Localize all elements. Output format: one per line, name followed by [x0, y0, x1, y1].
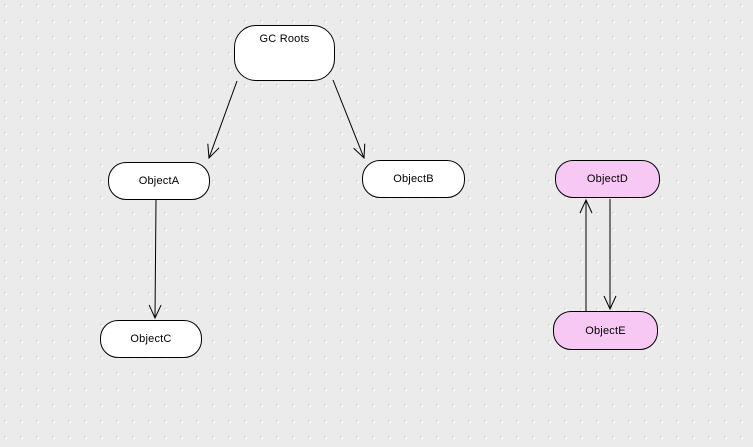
- node-object-c[interactable]: ObjectC: [100, 320, 202, 358]
- node-label-object-a: ObjectA: [138, 175, 180, 187]
- node-object-b[interactable]: ObjectB: [362, 160, 465, 198]
- node-object-d[interactable]: ObjectD: [555, 160, 660, 198]
- edge-object-a-to-object-c[interactable]: [155, 199, 156, 318]
- node-label-object-c: ObjectC: [130, 333, 172, 345]
- node-label-object-e: ObjectE: [585, 324, 626, 337]
- node-gc-roots[interactable]: GC Roots: [234, 25, 335, 81]
- node-object-e[interactable]: ObjectE: [553, 311, 658, 350]
- edge-gc-roots-to-object-a[interactable]: [209, 80, 238, 158]
- node-object-a[interactable]: ObjectA: [108, 162, 210, 200]
- node-label-object-d: ObjectD: [586, 173, 629, 185]
- node-label-gc-roots: GC Roots: [259, 33, 310, 45]
- edge-gc-roots-to-object-b[interactable]: [332, 79, 364, 158]
- node-label-object-b: ObjectB: [393, 173, 434, 185]
